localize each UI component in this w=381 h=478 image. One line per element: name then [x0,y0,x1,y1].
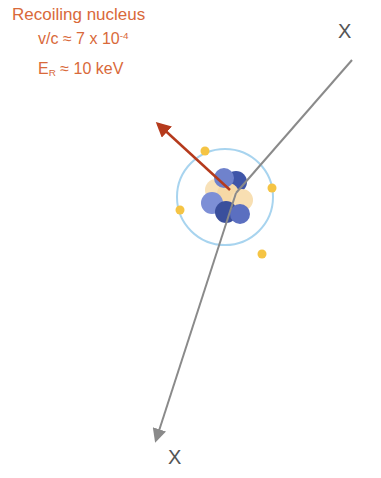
particle-label: X [338,20,351,42]
nucleus [201,168,253,224]
recoil-arrow [158,124,230,190]
velocity-value: v/c ≈ 7 x 10-4 [38,30,129,48]
energy-value: ER ≈ 10 keV [38,60,123,78]
recoil-label: Recoiling nucleus [12,6,145,25]
electron-orbit [177,149,273,245]
incoming-track [236,60,352,193]
outgoing-track [156,193,236,440]
particle-label: X [168,446,181,468]
